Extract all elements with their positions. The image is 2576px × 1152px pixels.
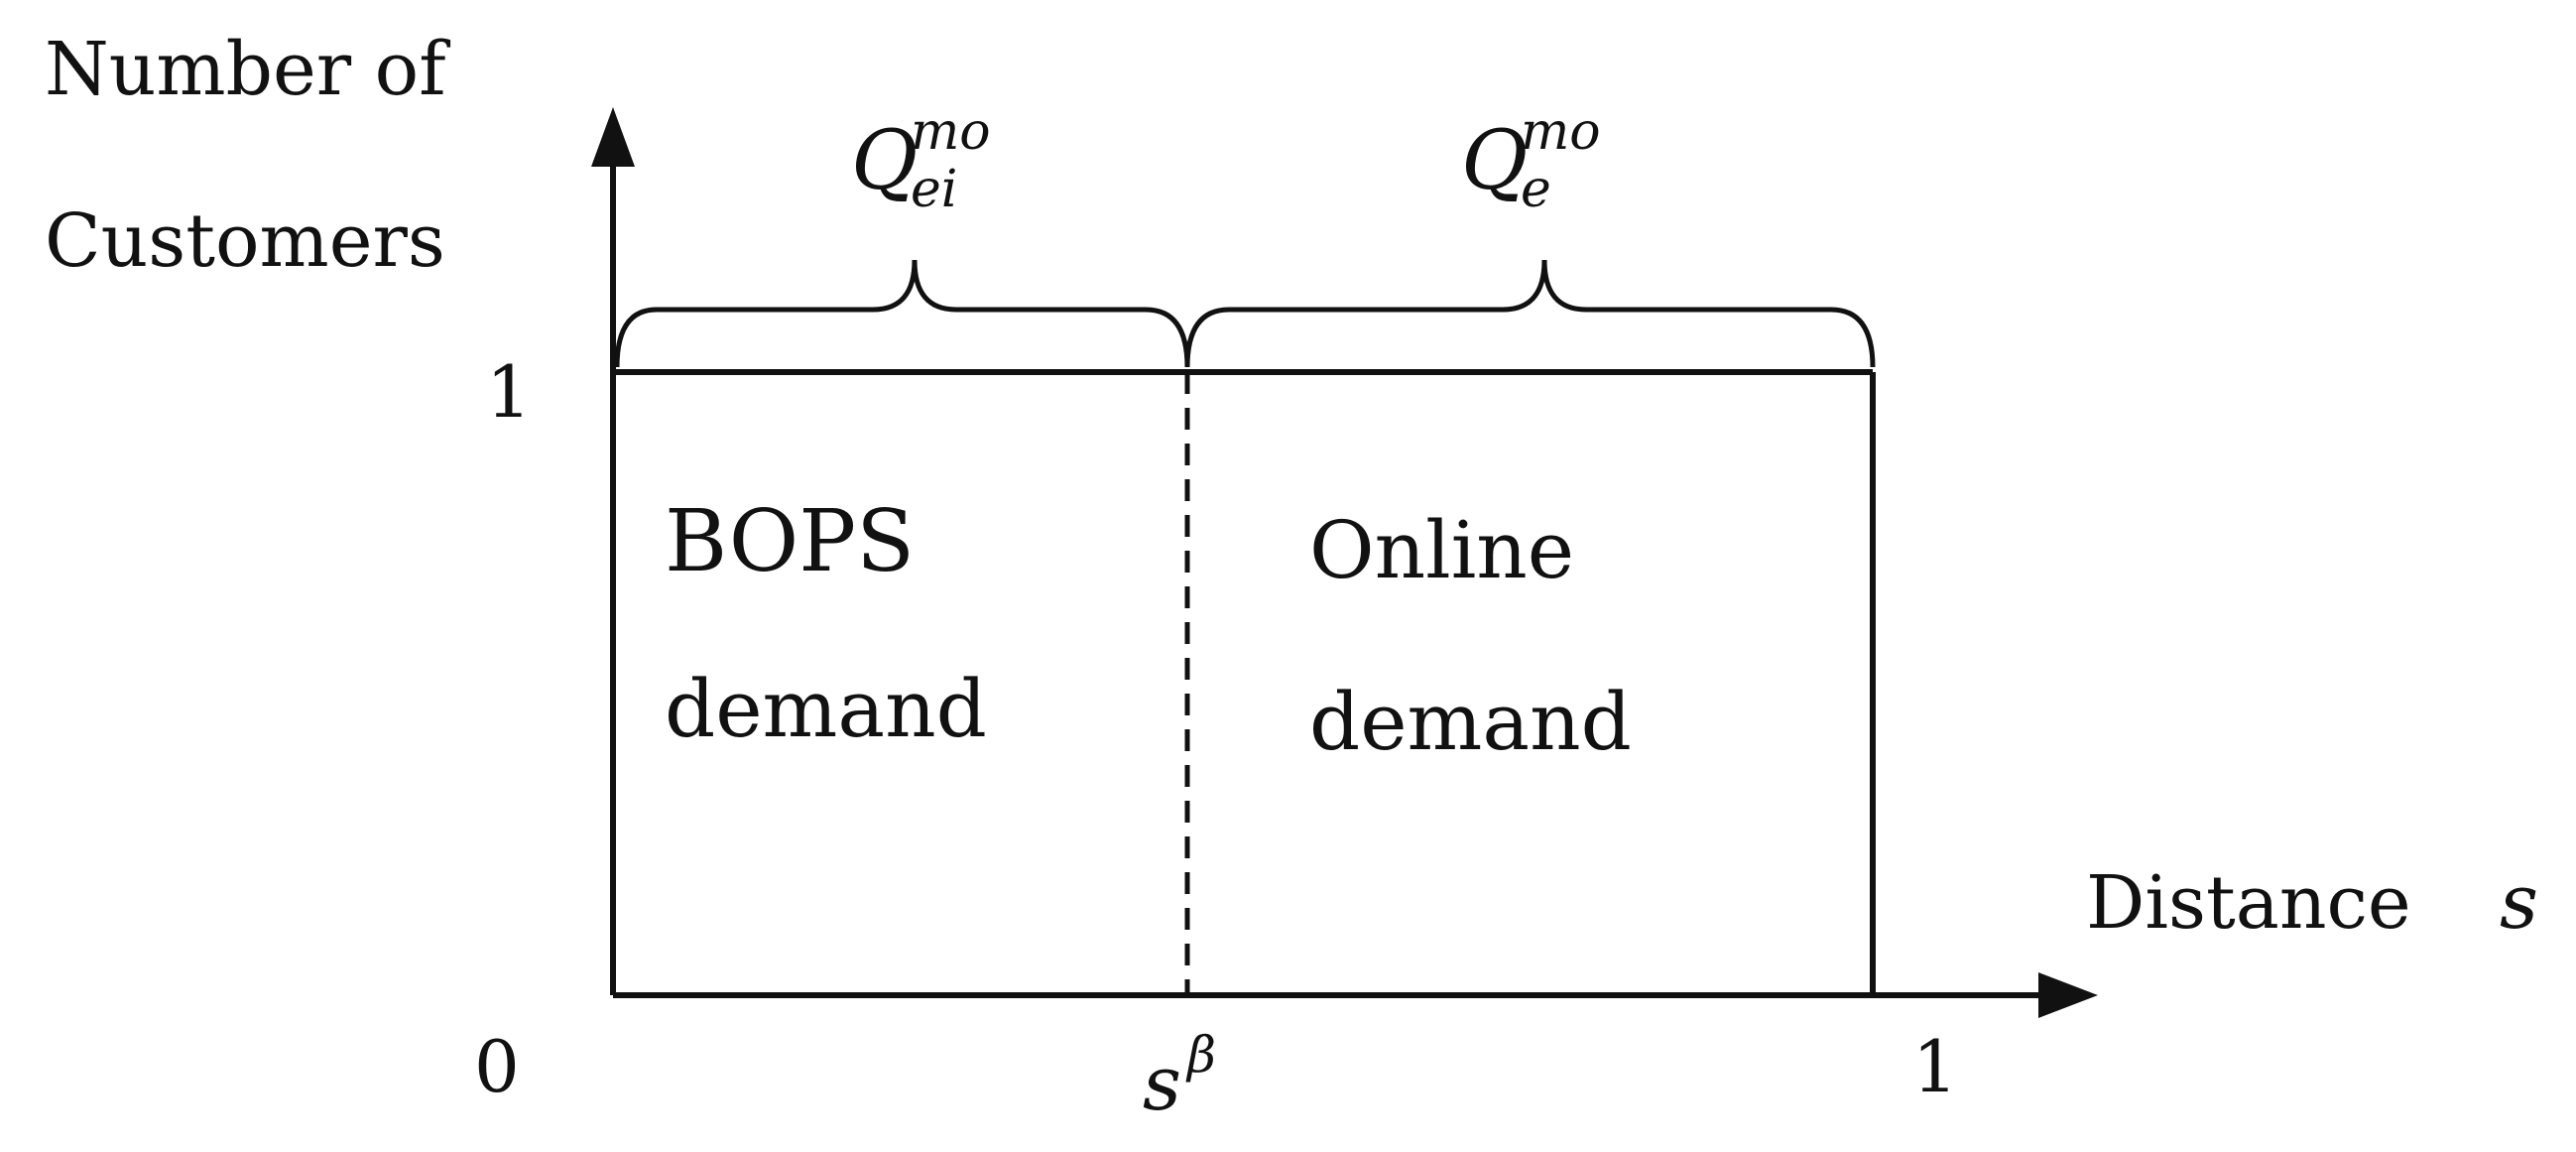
origin-label: 0 bbox=[474, 1025, 520, 1108]
threshold-superscript: β bbox=[1185, 1026, 1216, 1084]
brace-left-subscript: ei bbox=[911, 160, 957, 219]
brace-right-subscript: e bbox=[1521, 160, 1551, 219]
region-right-line2: demand bbox=[1309, 676, 1632, 768]
brace-right bbox=[1184, 259, 1876, 368]
y-axis-label-line1: Number of bbox=[45, 27, 450, 112]
brace-left-superscript: mo bbox=[911, 102, 991, 162]
region-right-line1: Online bbox=[1309, 504, 1574, 596]
brace-right-label: Q mo e bbox=[1461, 102, 1601, 219]
region-left-line1: BOPS bbox=[665, 492, 915, 591]
x-axis-arrowhead bbox=[2038, 972, 2098, 1018]
brace-right-base: Q bbox=[1461, 114, 1528, 208]
x-tick-one: 1 bbox=[1912, 1025, 1958, 1108]
brace-left bbox=[614, 259, 1190, 368]
y-axis-arrowhead bbox=[591, 107, 635, 167]
x-axis-label: Distance bbox=[2086, 860, 2411, 946]
brace-left-base: Q bbox=[851, 114, 918, 208]
y-axis-label-line2: Customers bbox=[45, 198, 445, 284]
brace-right-superscript: mo bbox=[1521, 102, 1601, 162]
threshold-base: s bbox=[1143, 1039, 1181, 1127]
brace-left-label: Q mo ei bbox=[851, 102, 991, 219]
region-left-line2: demand bbox=[665, 663, 987, 755]
x-axis-symbol: s bbox=[2500, 857, 2538, 946]
y-tick-one: 1 bbox=[486, 350, 532, 434]
